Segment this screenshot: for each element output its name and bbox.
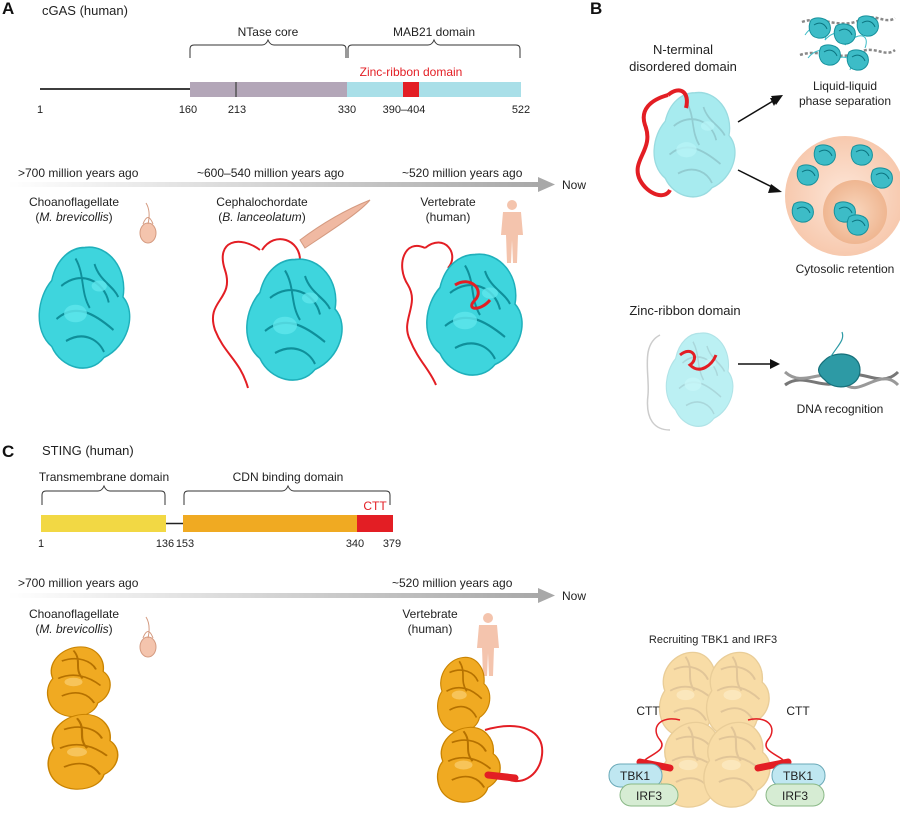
recruit-label: Recruiting TBK1 and IRF3 (649, 634, 777, 646)
sting-choano-species: (M. brevicollis) (35, 622, 112, 636)
ctt-domain-bar (357, 515, 393, 532)
cephalo-label: Cephalochordate (216, 195, 308, 209)
sting-vert-species: (human) (408, 622, 453, 636)
cgas-time-520: ~520 million years ago (402, 166, 523, 180)
vert-label: Vertebrate (420, 195, 476, 209)
cdn-domain-bar (183, 515, 357, 532)
sting-pos-379: 379 (383, 538, 401, 550)
ntase-domain-bar (190, 82, 347, 97)
tbk1-right-label: TBK1 (783, 769, 813, 783)
cephalo-cgas-structure (213, 239, 342, 388)
cgas-pos-160: 160 (179, 104, 197, 116)
sting-pos-136: 136 (156, 538, 174, 550)
human-icon (501, 200, 523, 263)
cgas-pos-522: 522 (512, 104, 530, 116)
vertebrate-cgas-structure (402, 243, 522, 385)
cgas-title: cGAS (human) (42, 3, 128, 18)
arrow-to-llps (738, 95, 783, 122)
panel-label-c: C (2, 442, 14, 461)
sting-timeline-arrow (8, 588, 555, 603)
sting-title: STING (human) (42, 443, 134, 458)
sting-time-700: >700 million years ago (18, 576, 139, 590)
cgas-time-now: Now (562, 178, 586, 192)
retention-label: Cytosolic retention (796, 262, 895, 276)
cell-illustration (785, 136, 900, 256)
ntase-label: NTase core (238, 25, 299, 39)
cephalo-species: (B. lanceolatum) (218, 210, 305, 224)
zinc-ribbon-label: Zinc-ribbon domain (360, 65, 463, 79)
ctt-label: CTT (363, 499, 387, 513)
mab21-domain-bar (347, 82, 521, 97)
sting-vert-label: Vertebrate (402, 607, 458, 621)
cgas-pos-213: 213 (228, 104, 246, 116)
arrow-to-retention (738, 170, 782, 193)
cgas-time-700: >700 million years ago (18, 166, 139, 180)
ntase-brace (190, 40, 346, 58)
cgas-pos-1: 1 (37, 104, 43, 116)
llps-label: Liquid-liquid (813, 79, 877, 93)
panel-b-zinc-structure (647, 333, 733, 430)
tm-domain-bar (41, 515, 166, 532)
sting-choanoflagellate-icon (140, 617, 156, 657)
panel-label-a: A (2, 0, 14, 18)
irf3-right-label: IRF3 (782, 789, 808, 803)
cgas-time-600: ~600–540 million years ago (197, 166, 344, 180)
llps-label-2: phase separation (799, 94, 891, 108)
arrow-to-dna (738, 359, 780, 369)
tbk1-left-label: TBK1 (620, 769, 650, 783)
ctt-right-label: CTT (786, 704, 810, 718)
ctt-left-label: CTT (636, 704, 660, 718)
mab21-label: MAB21 domain (393, 25, 475, 39)
mab21-brace (348, 40, 520, 58)
dna-label: DNA recognition (797, 402, 884, 416)
disordered-label-2: disordered domain (629, 59, 737, 74)
choano-label: Choanoflagellate (29, 195, 119, 209)
panel-label-b: B (590, 0, 602, 18)
sting-choano-label: Choanoflagellate (29, 607, 119, 621)
llps-illustration (800, 16, 895, 70)
cdn-brace (184, 486, 390, 505)
choano-cgas-structure (39, 247, 129, 368)
disordered-label: N-terminal (653, 42, 713, 57)
sting-time-now: Now (562, 589, 586, 603)
vertebrate-sting-structure (438, 657, 543, 802)
sting-pos-340: 340 (346, 538, 364, 550)
irf3-left-label: IRF3 (636, 789, 662, 803)
sting-dimer-structure (660, 652, 770, 807)
tm-label: Transmembrane domain (39, 470, 169, 484)
sting-pos-153: 153 (176, 538, 194, 550)
tm-brace (42, 486, 165, 505)
sting-pos-1: 1 (38, 538, 44, 550)
panel-b-cgas-structure (638, 90, 735, 197)
choanoflagellate-icon (140, 203, 156, 243)
amphioxus-icon (300, 200, 370, 248)
choano-sting-structure (48, 647, 118, 789)
zinc-ribbon-bar (403, 82, 419, 97)
zinc-label-b: Zinc-ribbon domain (629, 303, 740, 318)
cgas-pos-390-404: 390–404 (383, 104, 426, 116)
vert-species: (human) (426, 210, 471, 224)
sting-time-520: ~520 million years ago (392, 576, 513, 590)
dna-illustration (785, 332, 898, 388)
cgas-pos-330: 330 (338, 104, 356, 116)
choano-species: (M. brevicollis) (35, 210, 112, 224)
cdn-label: CDN binding domain (233, 470, 344, 484)
